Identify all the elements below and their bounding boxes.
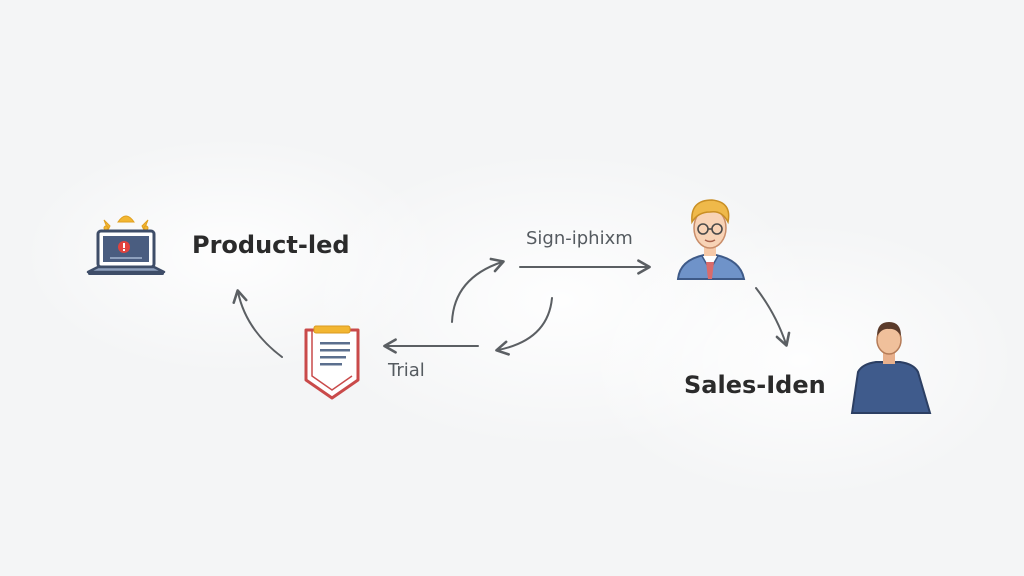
document-clipboard-icon [304, 325, 360, 400]
person-icon [850, 322, 932, 414]
user-avatar-icon [676, 199, 746, 280]
arrow-cycle-down [495, 297, 553, 356]
signup-edge-label: Sign-iphixm [526, 228, 633, 249]
sparkle-icon [103, 215, 149, 232]
product-led-label: Product-led [192, 231, 350, 259]
arrow-cycle-up [451, 257, 505, 323]
trial-edge-label: Trial [387, 360, 425, 381]
arrow-to-sales-led [755, 287, 791, 347]
flow-arrows [232, 257, 791, 358]
laptop-icon [86, 215, 166, 275]
arrow-trial-to-product-led [232, 289, 283, 358]
background-glows [20, 135, 1020, 500]
sales-led-label: Sales-Iden [684, 371, 826, 399]
